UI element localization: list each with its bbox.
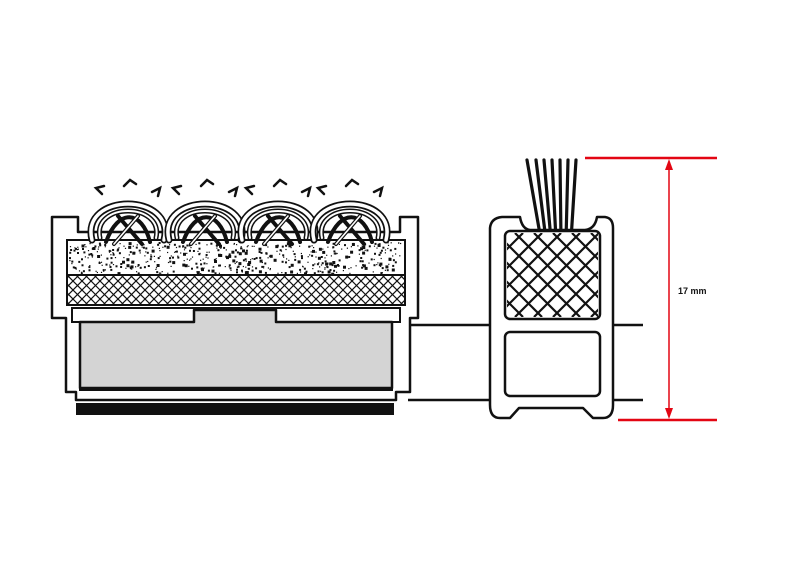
- right-profile-cavity: [503, 330, 602, 398]
- height-dimension: 17 mm: [585, 156, 717, 422]
- right-profile-bristles: [525, 158, 578, 242]
- left-profile-base-strip: [76, 403, 394, 415]
- connector-rail: [408, 323, 643, 402]
- left-profile: [50, 178, 420, 415]
- right-profile-holder: [503, 229, 602, 321]
- left-profile-channel: [71, 307, 401, 391]
- left-profile-speckles: [69, 242, 402, 276]
- arrow-down-icon: [665, 408, 673, 419]
- dimension-label: 17 mm: [678, 286, 707, 296]
- right-profile: [488, 158, 615, 420]
- arrow-up-icon: [665, 159, 673, 170]
- left-profile-loops: [87, 178, 391, 246]
- left-profile-hatch: [67, 275, 405, 305]
- left-profile-insert: [78, 308, 394, 390]
- right-profile-crosshatch: [507, 233, 598, 317]
